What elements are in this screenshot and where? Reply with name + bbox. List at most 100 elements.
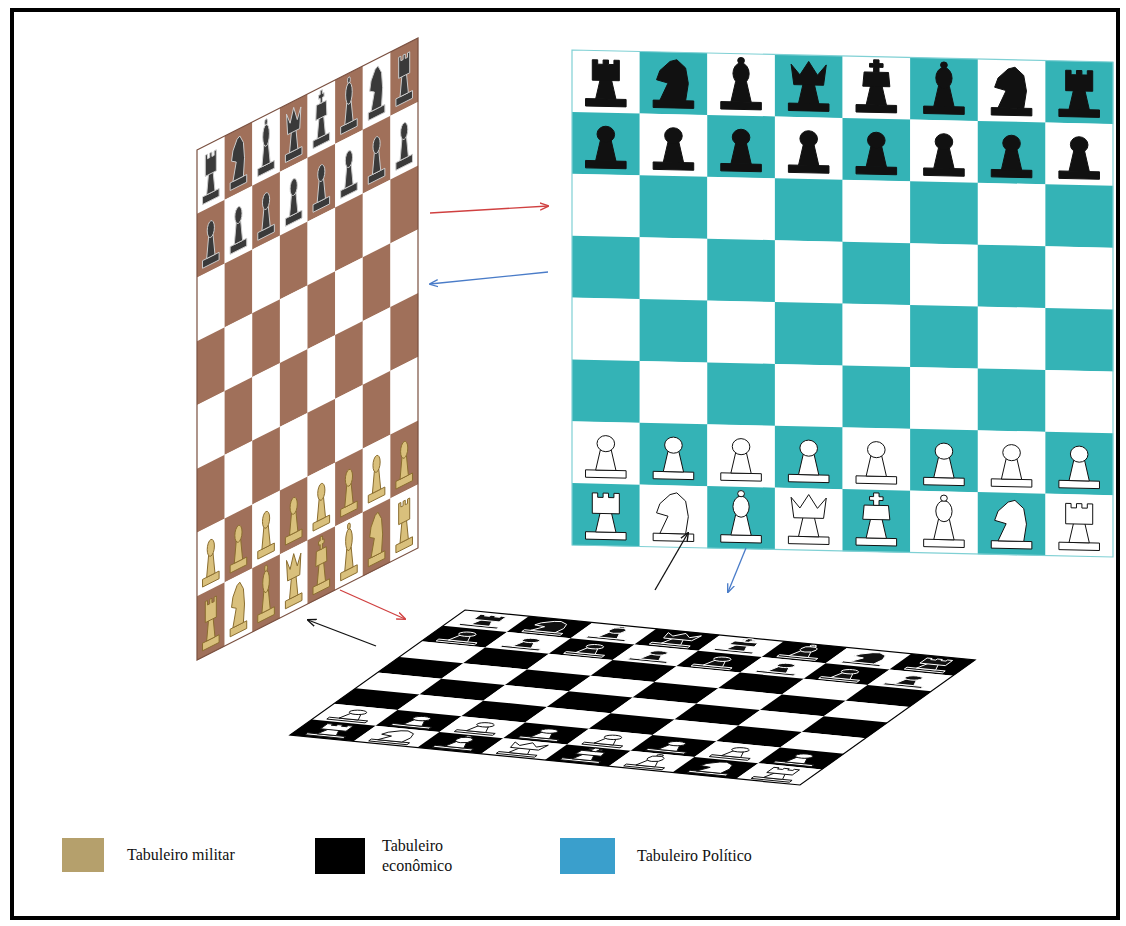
pawn-head (474, 722, 496, 728)
knight-head (232, 580, 245, 629)
chess-piece (560, 746, 617, 763)
board-square (843, 304, 911, 368)
chess-piece (313, 86, 330, 149)
chess-piece (627, 649, 680, 663)
board-square (1045, 184, 1113, 248)
chess-board (197, 38, 418, 660)
chess-piece (1059, 503, 1100, 550)
chess-piece (924, 62, 965, 115)
chess-piece (586, 493, 627, 540)
board-square (910, 181, 978, 245)
piece-body (866, 517, 886, 538)
piece-body (663, 142, 683, 163)
chess-piece (313, 161, 330, 213)
pawn-head (775, 663, 797, 669)
chess-piece (709, 746, 762, 760)
king-head (863, 505, 890, 520)
piece-body (799, 83, 819, 104)
pawn-head (290, 496, 297, 516)
piece-body (663, 451, 683, 472)
chess-piece (522, 619, 577, 635)
rook-head (767, 767, 800, 775)
board-border (197, 38, 418, 660)
pawn-head (318, 163, 325, 183)
chess-piece (305, 723, 360, 738)
board-square (978, 307, 1046, 371)
chess-piece (368, 62, 385, 120)
board-square (775, 178, 843, 242)
chess-piece (396, 50, 413, 106)
queen-crown (287, 550, 301, 582)
pawn-head (373, 454, 380, 474)
chess-piece (258, 115, 275, 177)
knight-head (846, 651, 890, 664)
pawn-head (868, 441, 886, 457)
board-square (640, 175, 708, 239)
pawn-head (345, 149, 352, 169)
pawn-head (602, 735, 624, 741)
piece-body (799, 145, 819, 166)
rook-head (474, 614, 507, 622)
king-cross (587, 748, 604, 752)
pawn-head (729, 747, 751, 753)
king-cross (740, 638, 757, 642)
pawn-head (1070, 137, 1088, 153)
board-square (707, 177, 775, 241)
chess-piece (788, 130, 829, 173)
chess-piece (991, 67, 1032, 116)
piece-body (934, 148, 954, 169)
board-square (843, 365, 911, 429)
piece-base (924, 477, 965, 485)
chess-piece (751, 767, 806, 782)
chess-piece (230, 132, 247, 190)
pawn-head (401, 440, 408, 460)
pawn-head (345, 468, 352, 488)
legend-swatch (560, 838, 615, 874)
piece-base (721, 535, 762, 543)
pawn-head (1070, 446, 1088, 462)
chess-piece (432, 734, 489, 751)
pawn-head (868, 132, 886, 148)
chess-piece (1059, 446, 1100, 489)
piece-base (653, 471, 694, 479)
rook-head (592, 493, 619, 514)
chess-piece (341, 147, 358, 199)
pawn-head (584, 644, 606, 650)
chess-piece (653, 437, 694, 480)
piece-base (653, 100, 694, 108)
bishop-tip (738, 491, 745, 497)
chess-piece (991, 444, 1032, 487)
pawn-head (711, 656, 733, 662)
red-arrow (340, 590, 405, 619)
chess-piece (882, 674, 935, 688)
chess-piece (653, 127, 694, 170)
pawn-head (262, 510, 269, 530)
board-square (910, 243, 978, 307)
bishop-tip (809, 645, 818, 647)
legend-swatch (62, 838, 104, 872)
chess-piece (856, 132, 897, 175)
blue-arrow (430, 272, 548, 284)
pawn-head (597, 126, 615, 142)
bishop-tip (348, 76, 351, 84)
piece-body (1001, 149, 1021, 170)
chess-piece (396, 437, 413, 489)
chess-piece (368, 133, 385, 185)
bishop-head (733, 496, 749, 517)
bishop-head (263, 569, 270, 594)
chess-piece (564, 643, 617, 657)
chess-piece (856, 493, 897, 546)
chess-piece (991, 500, 1032, 549)
board-square (775, 364, 843, 428)
chess-piece (454, 721, 507, 735)
king-cross (870, 60, 884, 73)
chess-piece (368, 451, 385, 503)
piece-body (799, 516, 819, 537)
piece-base (1059, 109, 1100, 117)
board-square (775, 488, 843, 552)
chess-piece (991, 135, 1032, 178)
board-square (978, 59, 1046, 123)
chess-piece (624, 753, 681, 770)
piece-base (586, 532, 627, 540)
board-square (707, 362, 775, 426)
